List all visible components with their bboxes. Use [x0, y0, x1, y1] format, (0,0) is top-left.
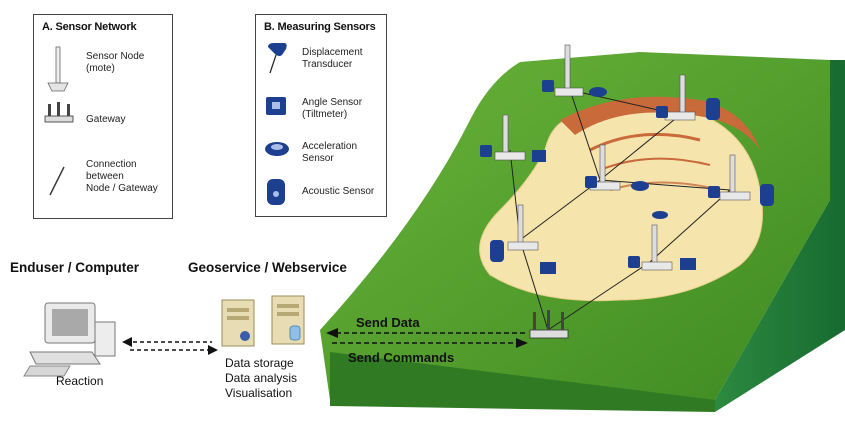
crack-line: [599, 157, 711, 171]
legend-angle-label: Angle Sensor (Tiltmeter): [302, 97, 363, 120]
legend-connection-label: Connection between Node / Gateway: [86, 159, 158, 194]
server-icon: [271, 295, 305, 345]
slope-side-face: [715, 60, 845, 412]
send-data-label: Send Data: [356, 315, 420, 330]
terrain-block: [320, 52, 845, 412]
gateway-icon: [44, 102, 74, 123]
sensor-mote-group: [480, 44, 774, 274]
caption-data-storage: Data storage: [225, 356, 294, 370]
caption-visualisation: Visualisation: [225, 386, 293, 400]
sensor-node: [628, 211, 696, 271]
legend-acceleration-label: Acceleration Sensor: [302, 141, 358, 164]
send-commands-label: Send Commands: [348, 350, 455, 365]
angle-sensor-icon: [266, 97, 286, 115]
sensor-node: [490, 204, 556, 274]
connection-line-icon: [49, 166, 65, 196]
reaction-caption: Reaction: [56, 374, 104, 388]
crack-line: [609, 181, 721, 191]
geoservice-captions: Data storage Data analysis Visualisation: [225, 356, 297, 401]
sensor-node-icon: [47, 46, 69, 92]
server-icon: [221, 299, 255, 347]
field-gateway: [529, 310, 569, 339]
legend-sensor-network: A. Sensor Network Sensor Node (mote) Gat…: [33, 14, 173, 219]
sensor-node: [656, 74, 720, 121]
legend-b-title: B. Measuring Sensors: [264, 21, 376, 33]
caption-data-analysis: Data analysis: [225, 371, 298, 385]
legend-displacement-label: Displacement Transducer: [302, 47, 363, 70]
data-link-arrows: [326, 328, 528, 348]
sensor-node: [708, 154, 774, 206]
legend-measuring-sensors: B. Measuring Sensors Displacement Transd…: [255, 14, 387, 217]
geoservice-title: Geoservice / Webservice: [188, 260, 347, 275]
sensor-node: [542, 44, 607, 97]
acoustic-sensor-icon: [267, 179, 285, 205]
legend-acoustic-label: Acoustic Sensor: [302, 186, 375, 197]
slope-front-face: [330, 352, 715, 412]
legend-sensor-node-label: Sensor Node (mote): [86, 51, 145, 74]
enduser-title: Enduser / Computer: [10, 260, 140, 275]
displacement-transducer-icon: [268, 43, 287, 74]
computer-icon: [23, 302, 116, 377]
sensor-node: [585, 144, 649, 191]
acceleration-sensor-icon: [265, 142, 289, 156]
legend-gateway-label: Gateway: [86, 114, 126, 125]
sensor-node: [480, 114, 546, 162]
legend-a-title: A. Sensor Network: [42, 21, 137, 33]
web-link-arrows: [122, 337, 218, 355]
